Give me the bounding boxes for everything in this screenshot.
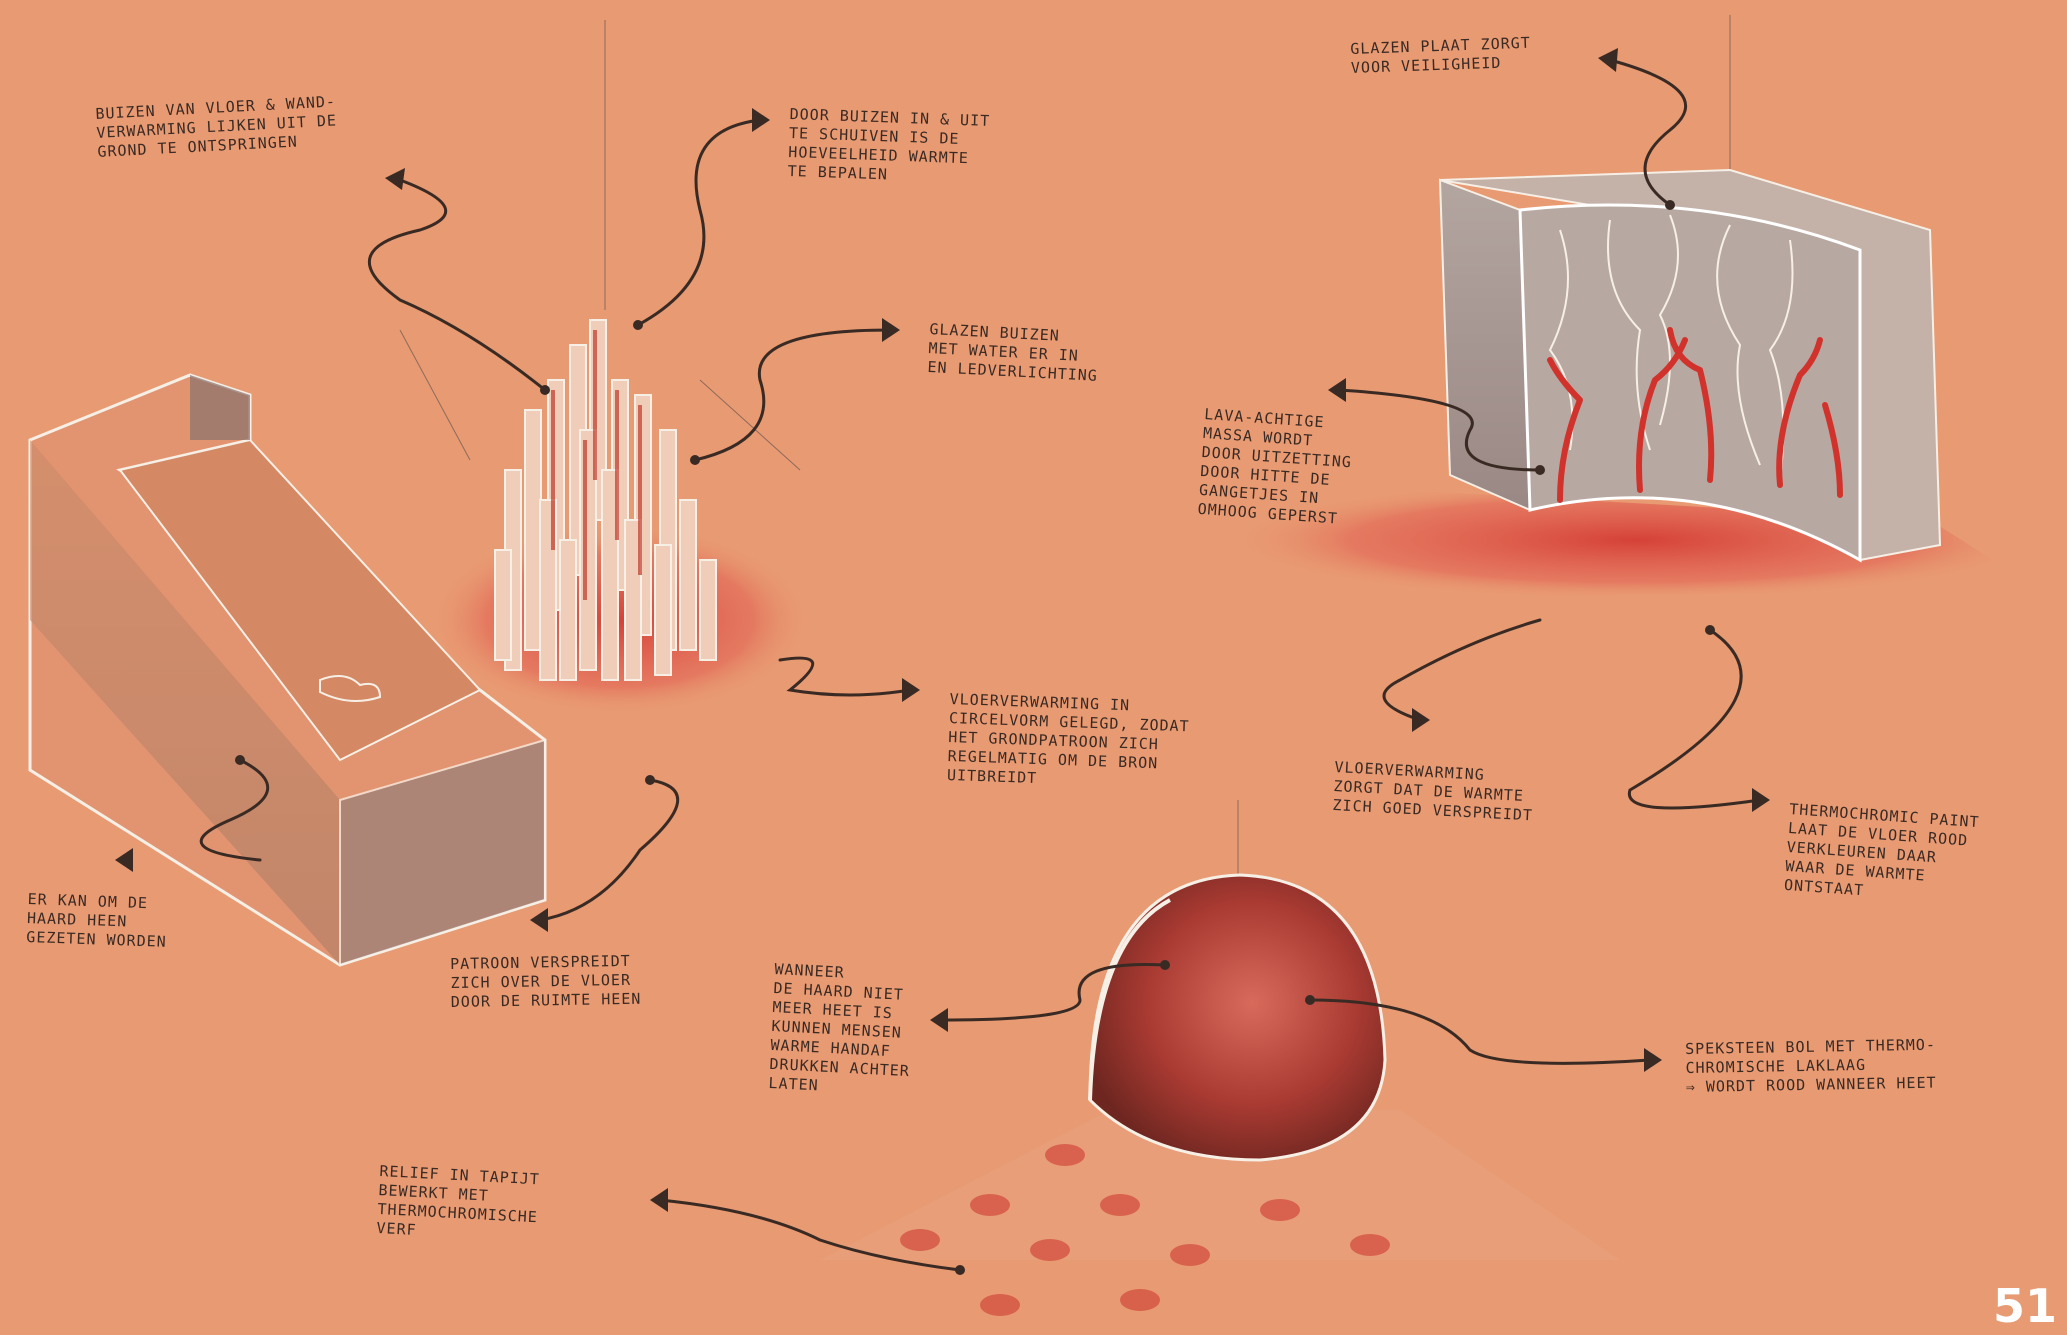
note-glass-tubes: GLAZEN BUIZEN MET WATER ER IN EN LEDVERL…	[927, 320, 1100, 386]
note-thermochromic-paint: THERMOCHROMIC PAINT LAAT DE VLOER ROOD V…	[1783, 800, 1980, 908]
soapstone-sphere-sketch	[820, 875, 1620, 1316]
tube-cluster-sketch	[430, 320, 810, 715]
note-carpet-relief: RELIEF IN TAPIJT BEWERKT MET THERMOCHROM…	[376, 1162, 540, 1246]
arrow-floor-circle	[780, 658, 910, 695]
note-floor-heating-spread: VLOERVERWARMING ZORGT DAT DE WARMTE ZICH…	[1332, 758, 1535, 825]
note-soapstone-sphere: SPEKSTEEN BOL MET THERMO- CHROMISCHE LAK…	[1685, 1036, 1937, 1097]
note-hearth-bench: ER KAN OM DE HAARD HEEN GEZETEN WORDEN	[26, 890, 168, 952]
arrow-pattern	[540, 780, 678, 920]
note-floor-heating-circle: VLOERVERWARMING IN CIRCELVORM GELEGD, ZO…	[947, 690, 1191, 793]
arrow-floor-spread	[1384, 620, 1540, 720]
arrow-glass-tubes	[695, 330, 890, 460]
lava-wall-sketch	[1230, 170, 2040, 600]
note-slide-tubes: DOOR BUIZEN IN & UIT TE SCHUIVEN IS DE H…	[787, 105, 990, 188]
note-hand-prints: WANNEER DE HAARD NIET MEER HEET IS KUNNE…	[768, 960, 915, 1100]
note-pattern-spreads: PATROON VERSPREIDT ZICH OVER DE VLOER DO…	[450, 952, 642, 1012]
arrow-slide-tubes	[638, 120, 760, 325]
page-number: 51	[1993, 1279, 2057, 1333]
note-lava-mass: LAVA-ACHTIGE MASSA WORDT DOOR UITZETTING…	[1197, 405, 1355, 529]
arrow-tubes-from-ground	[369, 180, 545, 390]
arrow-thermochromic	[1629, 630, 1760, 808]
note-glass-plate: GLAZEN PLAAT ZORGT VOOR VEILIGHEID	[1350, 34, 1532, 78]
